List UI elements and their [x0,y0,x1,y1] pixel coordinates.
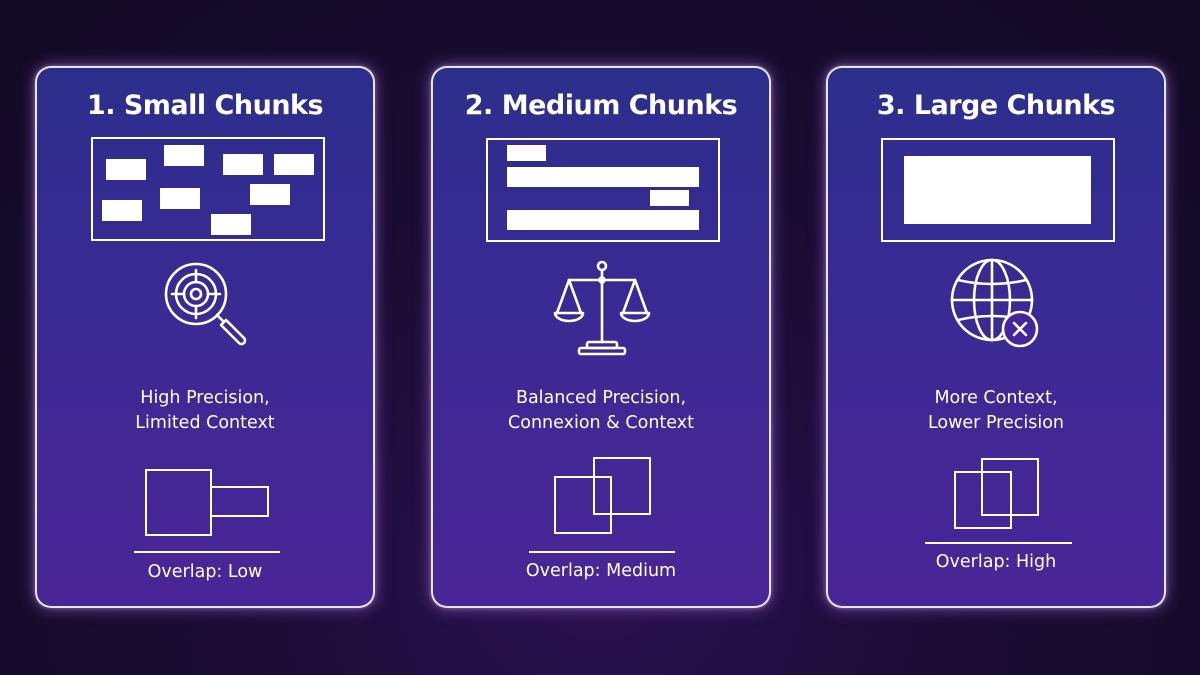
chunk [507,210,699,230]
description-line: Limited Context [135,413,275,433]
balance-scale-icon [553,260,651,356]
chunk [250,184,290,205]
card-title: 2. Medium Chunks [464,90,738,121]
overlap-divider [134,551,280,553]
overlap-divider [925,542,1072,544]
overlap-divider [529,551,675,553]
card-large-chunks: 3. Large Chunks More Context, Lower Prec… [826,66,1166,608]
chunk [507,167,699,187]
description-line: High Precision, [140,388,270,408]
description-line: Balanced Precision, [515,388,687,408]
overlap-label: Overlap: Medium [525,561,677,581]
chunk [507,145,546,161]
small-chunks-illustration [91,137,325,241]
chunk [904,156,1091,224]
card-description: More Context, Lower Precision [828,386,1164,436]
chunk [106,159,146,180]
chunk [274,154,314,175]
chunk [211,214,251,235]
card-title: 3. Large Chunks [876,90,1116,121]
description-line: Lower Precision [927,413,1065,433]
card-description: Balanced Precision, Connexion & Context [433,386,769,436]
card-description: High Precision, Limited Context [37,386,373,436]
chunk [160,188,200,209]
description-line: More Context, [934,388,1058,408]
chunk [223,154,263,175]
description-line: Connexion & Context [508,413,694,433]
card-medium-chunks: 2. Medium Chunks Balanced Precision, Con… [431,66,771,608]
chunk [164,145,204,166]
chunk [650,190,689,206]
target-magnifier-icon [164,262,247,346]
overlap-label: Overlap: High [935,552,1057,572]
chunk [102,200,142,221]
globe-x-icon [950,258,1039,348]
card-title: 1. Small Chunks [86,90,324,121]
card-small-chunks: 1. Small Chunks High Precision, Limited … [35,66,375,608]
large-chunks-illustration [881,138,1115,242]
overlap-label: Overlap: Low [147,562,263,582]
medium-chunks-illustration [486,138,720,242]
